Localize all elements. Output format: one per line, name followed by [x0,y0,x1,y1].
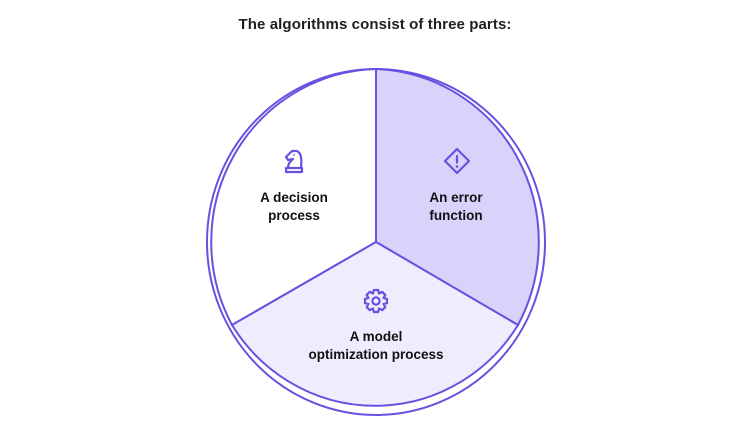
decision-label-line1: A decision [260,190,328,205]
warning-diamond-icon [443,147,471,175]
chess-knight-icon [284,149,304,174]
error-label-line1: An error [429,190,483,205]
diagram-title: The algorithms consist of three parts: [238,16,512,33]
segment-model-optimization [230,240,520,407]
gear-icon [363,288,389,314]
error-label-line2: function [429,208,482,223]
decision-label-line2: process [268,208,320,223]
optimization-label-line2: optimization process [308,347,443,362]
segment-decision-process [210,67,377,327]
segment-error-function [375,67,540,327]
optimization-label-line1: A model [350,329,403,344]
pie-outline [206,68,546,416]
